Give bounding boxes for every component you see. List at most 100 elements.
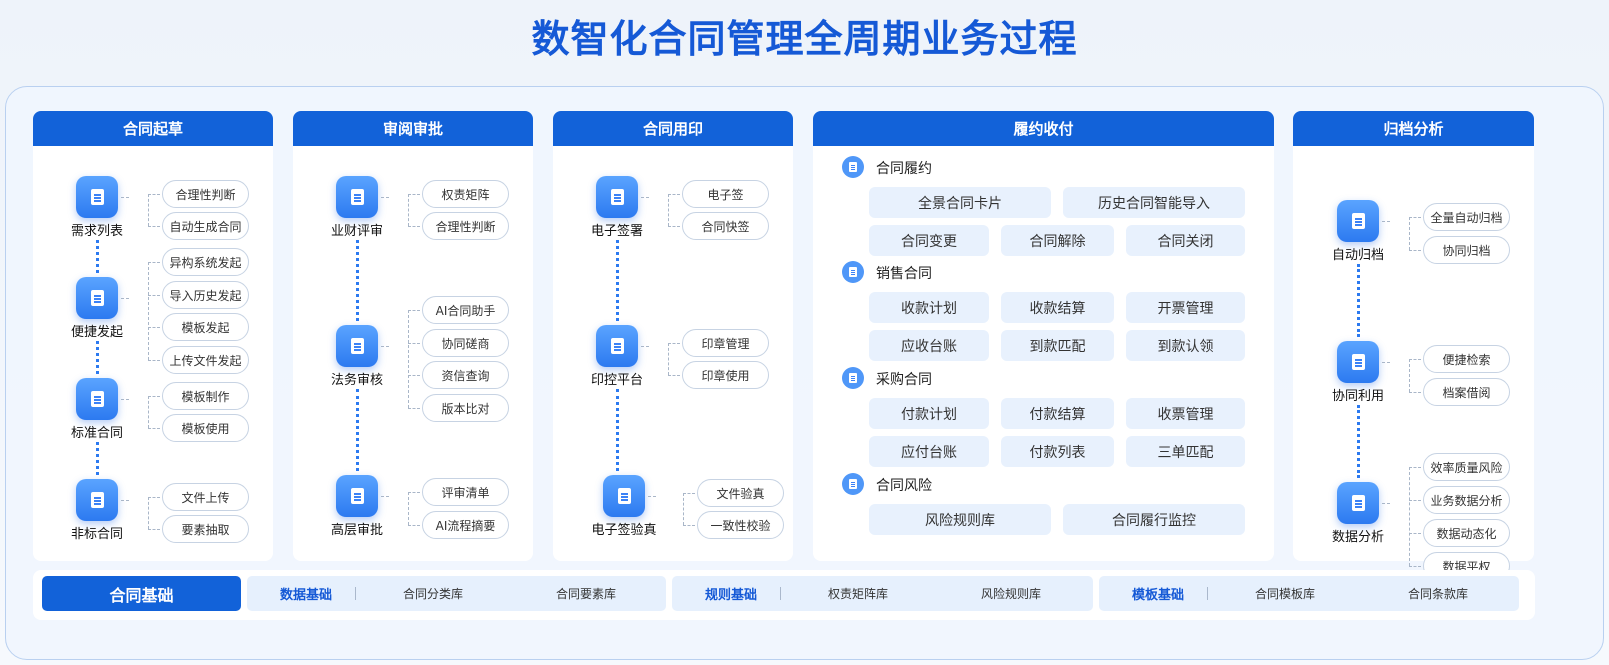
node-label: 电子签署 bbox=[590, 224, 643, 239]
flow-connector bbox=[96, 341, 99, 374]
feature-pill[interactable]: 印章管理 bbox=[682, 329, 769, 357]
feature-box[interactable]: 应收台账 bbox=[869, 330, 989, 361]
node-label: 便捷发起 bbox=[70, 325, 123, 340]
bracket-line bbox=[408, 194, 409, 226]
feature-box[interactable]: 到款匹配 bbox=[1001, 330, 1114, 361]
panel-header: 归档分析 bbox=[1293, 111, 1534, 146]
feature-pill[interactable]: 合同快签 bbox=[682, 212, 769, 240]
bracket-connector bbox=[668, 226, 680, 227]
divider bbox=[780, 587, 781, 600]
feature-pill[interactable]: 便捷检索 bbox=[1423, 345, 1510, 373]
document-icon bbox=[90, 189, 104, 205]
node-icon bbox=[596, 325, 638, 367]
bracket-line bbox=[683, 493, 684, 525]
flow-connector bbox=[616, 389, 619, 471]
feature-pill[interactable]: 合理性判断 bbox=[162, 180, 249, 208]
bracket-connector bbox=[408, 375, 420, 376]
bracket-line bbox=[668, 343, 669, 375]
feature-pill[interactable]: 一致性校验 bbox=[697, 511, 784, 539]
feature-pill[interactable]: 模板发起 bbox=[162, 313, 249, 341]
bracket-connector bbox=[121, 298, 129, 299]
document-icon bbox=[90, 290, 104, 306]
feature-pill[interactable]: 合理性判断 bbox=[422, 212, 509, 240]
bracket-connector bbox=[668, 375, 680, 376]
feature-pill[interactable]: 要素抽取 bbox=[162, 515, 249, 543]
feature-pill[interactable]: 档案借阅 bbox=[1423, 378, 1510, 406]
bracket-connector bbox=[683, 525, 695, 526]
feature-box[interactable]: 收款计划 bbox=[869, 292, 989, 323]
feature-pill[interactable]: 版本比对 bbox=[422, 394, 509, 422]
feature-box[interactable]: 合同履行监控 bbox=[1063, 504, 1245, 535]
bracket-connector bbox=[408, 408, 420, 409]
document-icon bbox=[350, 338, 364, 354]
node-label: 电子签验真 bbox=[591, 523, 657, 538]
foundation-group: 数据基础合同分类库合同要素库 bbox=[247, 576, 666, 611]
node-label: 需求列表 bbox=[70, 224, 123, 239]
bracket-connector bbox=[683, 493, 695, 494]
bracket-line bbox=[408, 492, 409, 525]
foundation-group-name: 模板基础 bbox=[1132, 588, 1185, 603]
feature-pill[interactable]: 效率质量风险 bbox=[1423, 453, 1510, 481]
feature-box[interactable]: 收票管理 bbox=[1126, 398, 1245, 429]
feature-box[interactable]: 三单匹配 bbox=[1126, 436, 1245, 467]
feature-pill[interactable]: 业务数据分析 bbox=[1423, 486, 1510, 514]
feature-pill[interactable]: 协同磋商 bbox=[422, 329, 509, 357]
bracket-connector bbox=[408, 492, 420, 493]
bracket-line bbox=[148, 396, 149, 428]
bracket-connector bbox=[1382, 362, 1390, 363]
feature-pill[interactable]: 上传文件发起 bbox=[162, 346, 249, 374]
feature-pill[interactable]: 导入历史发起 bbox=[162, 281, 249, 309]
bracket-connector bbox=[148, 194, 160, 195]
feature-pill[interactable]: 资信查询 bbox=[422, 361, 509, 389]
feature-box[interactable]: 合同关闭 bbox=[1126, 225, 1245, 256]
feature-box[interactable]: 付款计划 bbox=[869, 398, 989, 429]
feature-box[interactable]: 合同解除 bbox=[1001, 225, 1114, 256]
section-label: 合同履约 bbox=[876, 161, 932, 177]
feature-box[interactable]: 付款结算 bbox=[1001, 398, 1114, 429]
feature-pill[interactable]: 协同归档 bbox=[1423, 236, 1510, 264]
feature-pill[interactable]: 文件上传 bbox=[162, 483, 249, 511]
flow-connector bbox=[356, 389, 359, 471]
section-label: 采购合同 bbox=[876, 372, 932, 388]
node-icon bbox=[76, 277, 118, 319]
feature-box[interactable]: 付款列表 bbox=[1001, 436, 1114, 467]
node-label: 自动归档 bbox=[1331, 248, 1384, 263]
feature-pill[interactable]: 模板制作 bbox=[162, 382, 249, 410]
feature-pill[interactable]: 自动生成合同 bbox=[162, 212, 249, 240]
feature-box[interactable]: 收款结算 bbox=[1001, 292, 1114, 323]
feature-pill[interactable]: 异构系统发起 bbox=[162, 248, 249, 276]
panel-header: 审阅审批 bbox=[293, 111, 533, 146]
bracket-connector bbox=[1409, 217, 1421, 218]
feature-pill[interactable]: 权责矩阵 bbox=[422, 180, 509, 208]
bracket-line bbox=[408, 310, 409, 408]
feature-pill[interactable]: AI流程摘要 bbox=[422, 511, 509, 539]
feature-box[interactable]: 开票管理 bbox=[1126, 292, 1245, 323]
feature-pill[interactable]: AI合同助手 bbox=[422, 296, 509, 324]
feature-box[interactable]: 到款认领 bbox=[1126, 330, 1245, 361]
feature-pill[interactable]: 文件验真 bbox=[697, 479, 784, 507]
feature-pill[interactable]: 评审清单 bbox=[422, 478, 509, 506]
feature-pill[interactable]: 全量自动归档 bbox=[1423, 203, 1510, 231]
bracket-connector bbox=[668, 194, 680, 195]
node-label: 标准合同 bbox=[70, 426, 123, 441]
feature-box[interactable]: 历史合同智能导入 bbox=[1063, 187, 1245, 218]
bracket-connector bbox=[641, 346, 649, 347]
foundation-item: 合同模板库 bbox=[1255, 587, 1316, 601]
bracket-connector bbox=[641, 197, 649, 198]
bracket-line bbox=[148, 497, 149, 529]
document-icon bbox=[90, 492, 104, 508]
bracket-connector bbox=[148, 396, 160, 397]
bracket-connector bbox=[1382, 503, 1390, 504]
feature-pill[interactable]: 电子签 bbox=[682, 180, 769, 208]
feature-box[interactable]: 全景合同卡片 bbox=[869, 187, 1051, 218]
foundation-group: 规则基础权责矩阵库风险规则库 bbox=[672, 576, 1093, 611]
feature-pill[interactable]: 数据动态化 bbox=[1423, 519, 1510, 547]
bracket-connector bbox=[148, 295, 160, 296]
bracket-connector bbox=[381, 346, 389, 347]
feature-pill[interactable]: 印章使用 bbox=[682, 361, 769, 389]
flow-connector bbox=[96, 240, 99, 273]
feature-box[interactable]: 风险规则库 bbox=[869, 504, 1051, 535]
feature-pill[interactable]: 模板使用 bbox=[162, 414, 249, 442]
feature-box[interactable]: 应付台账 bbox=[869, 436, 989, 467]
feature-box[interactable]: 合同变更 bbox=[869, 225, 989, 256]
